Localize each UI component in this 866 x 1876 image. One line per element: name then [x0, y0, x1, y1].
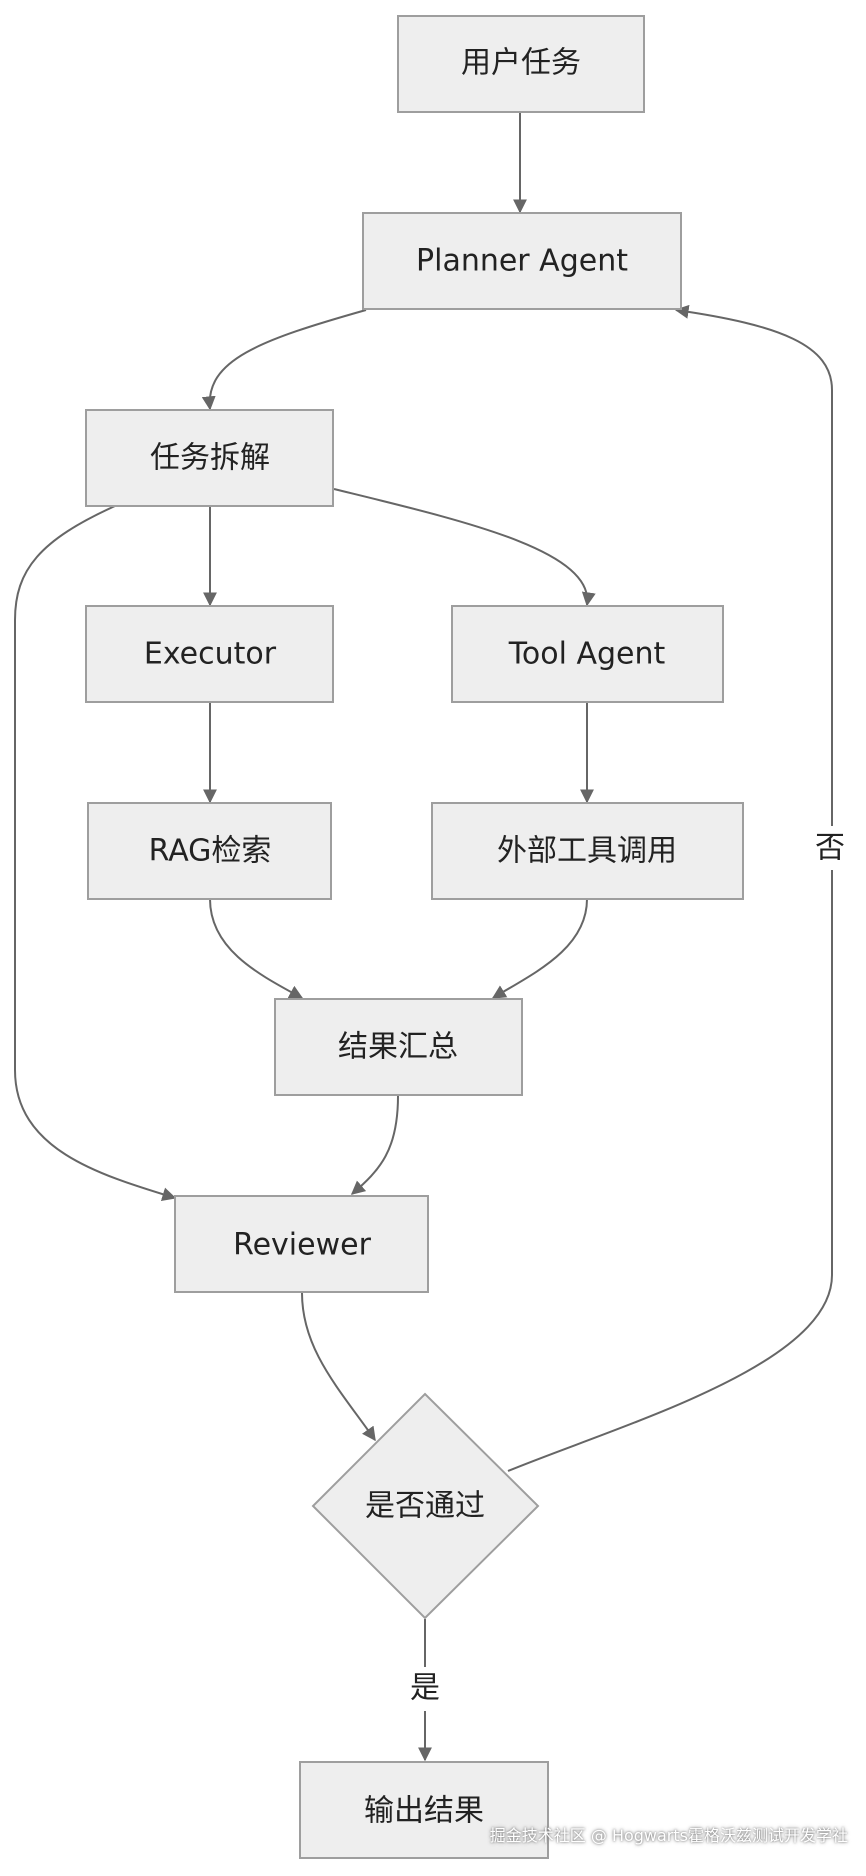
- node-reviewer-label: Reviewer: [233, 1228, 371, 1263]
- edge-reviewer-to-check: [301, 1292, 376, 1442]
- edge-aggregate-to-reviewer: [350, 1095, 399, 1195]
- node-decompose: 任务拆解: [85, 409, 334, 507]
- node-rag-label: RAG检索: [149, 834, 272, 869]
- edge-label-yes: 是: [410, 1671, 440, 1706]
- edge-planner-to-decompose: [201, 309, 367, 411]
- node-tool-agent-label: Tool Agent: [508, 637, 666, 672]
- edge-decompose-to-reviewer: [14, 505, 177, 1201]
- node-pass-check-decision: 是否通过: [311, 1392, 540, 1620]
- edge-external-tool-to-aggregate: [491, 898, 588, 999]
- node-external-tool: 外部工具调用: [431, 802, 744, 900]
- edge-check-no-to-planner: [507, 304, 833, 1472]
- node-planner-label: Planner Agent: [416, 244, 628, 279]
- node-reviewer: Reviewer: [174, 1195, 429, 1293]
- node-external-tool-label: 外部工具调用: [497, 834, 677, 869]
- node-aggregate: 结果汇总: [274, 998, 523, 1096]
- edge-decompose-to-tool-agent: [333, 488, 596, 607]
- node-decompose-label: 任务拆解: [150, 441, 270, 476]
- node-user-task-label: 用户任务: [461, 46, 581, 81]
- edge-label-no: 否: [815, 831, 845, 866]
- node-output: 输出结果: [299, 1761, 549, 1859]
- node-tool-agent: Tool Agent: [451, 605, 724, 703]
- node-rag: RAG检索: [87, 802, 332, 900]
- node-executor-label: Executor: [144, 637, 277, 672]
- edge-labels: 否 是: [401, 826, 850, 1711]
- node-user-task: 用户任务: [397, 15, 645, 113]
- watermark: 掘金技术社区 @ Hogwarts霍格沃兹测试开发学社: [489, 1826, 848, 1845]
- node-aggregate-label: 结果汇总: [338, 1030, 458, 1065]
- node-pass-check-label: 是否通过: [365, 1489, 485, 1524]
- edge-rag-to-aggregate: [209, 898, 304, 999]
- node-planner: Planner Agent: [362, 212, 682, 310]
- node-executor: Executor: [85, 605, 334, 703]
- node-output-label: 输出结果: [364, 1794, 484, 1829]
